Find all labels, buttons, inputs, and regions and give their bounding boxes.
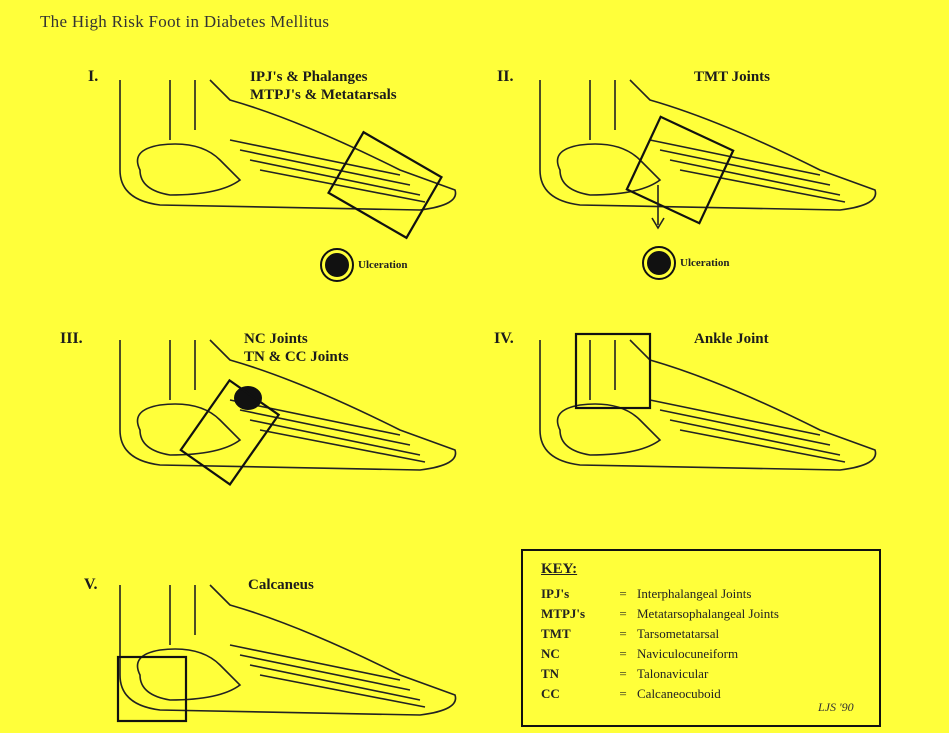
key-meaning: Tarsometatarsal xyxy=(637,624,719,644)
key-equals: = xyxy=(609,584,637,604)
key-row: NC = Naviculocuneiform xyxy=(541,644,861,664)
key-equals: = xyxy=(609,664,637,684)
panel-3-numeral: III. xyxy=(60,330,83,348)
key-row: MTPJ's = Metatarsophalangeal Joints xyxy=(541,604,861,624)
ulceration-icon xyxy=(322,250,352,280)
key-meaning: Metatarsophalangeal Joints xyxy=(637,604,779,624)
panel-1-ulceration-label: Ulceration xyxy=(358,259,407,271)
key-meaning: Naviculocuneiform xyxy=(637,644,738,664)
key-abbr: CC xyxy=(541,684,609,704)
key-abbr: TN xyxy=(541,664,609,684)
page-title: The High Risk Foot in Diabetes Mellitus xyxy=(40,12,329,32)
key-meaning: Interphalangeal Joints xyxy=(637,584,751,604)
panel-2-ulceration-label: Ulceration xyxy=(680,257,729,269)
key-meaning: Calcaneocuboid xyxy=(637,684,721,704)
panel-1-numeral: I. xyxy=(88,68,98,86)
key-equals: = xyxy=(609,644,637,664)
signature: LJS '90 xyxy=(818,700,854,715)
key-abbr: TMT xyxy=(541,624,609,644)
key-equals: = xyxy=(609,624,637,644)
key-abbr: IPJ's xyxy=(541,584,609,604)
key-meaning: Talonavicular xyxy=(637,664,708,684)
key-row: CC = Calcaneocuboid xyxy=(541,684,861,704)
key-abbr: NC xyxy=(541,644,609,664)
foot-skeleton-icon xyxy=(100,60,480,230)
key-equals: = xyxy=(609,684,637,704)
panel-2-numeral: II. xyxy=(497,68,513,86)
panel-4-numeral: IV. xyxy=(494,330,514,348)
panel-1-ulceration: Ulceration xyxy=(322,250,407,280)
key-row: IPJ's = Interphalangeal Joints xyxy=(541,584,861,604)
foot-skeleton-icon xyxy=(100,320,480,490)
panel-2-ulceration: Ulceration xyxy=(644,248,729,278)
foot-skeleton-icon xyxy=(100,565,480,730)
key-row: TN = Talonavicular xyxy=(541,664,861,684)
foot-skeleton-icon xyxy=(520,60,900,240)
key-row: TMT = Tarsometatarsal xyxy=(541,624,861,644)
ulceration-icon xyxy=(644,248,674,278)
panel-5-numeral: V. xyxy=(84,576,98,594)
key-abbr: MTPJ's xyxy=(541,604,609,624)
foot-skeleton-icon xyxy=(520,320,900,490)
key-title: KEY: xyxy=(541,561,861,578)
key-equals: = xyxy=(609,604,637,624)
